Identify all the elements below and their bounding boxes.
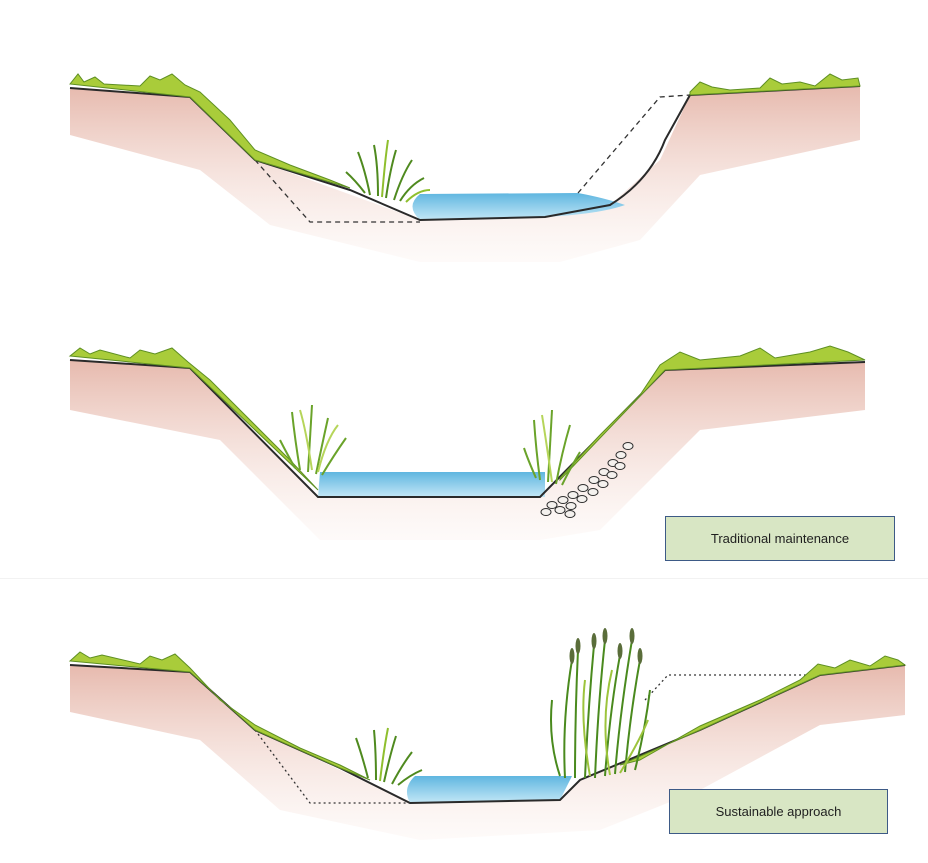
- cross-section-original: [70, 74, 860, 262]
- reed-clump: [280, 405, 346, 475]
- label-traditional-maintenance: Traditional maintenance: [665, 516, 895, 561]
- water-body: [407, 776, 572, 803]
- label-sustainable-approach: Sustainable approach: [669, 789, 888, 834]
- cross-section-traditional: [70, 346, 865, 540]
- soil-body: [70, 86, 860, 262]
- water-body: [318, 472, 545, 497]
- soil-body: [70, 360, 865, 540]
- reed-clump: [356, 728, 422, 785]
